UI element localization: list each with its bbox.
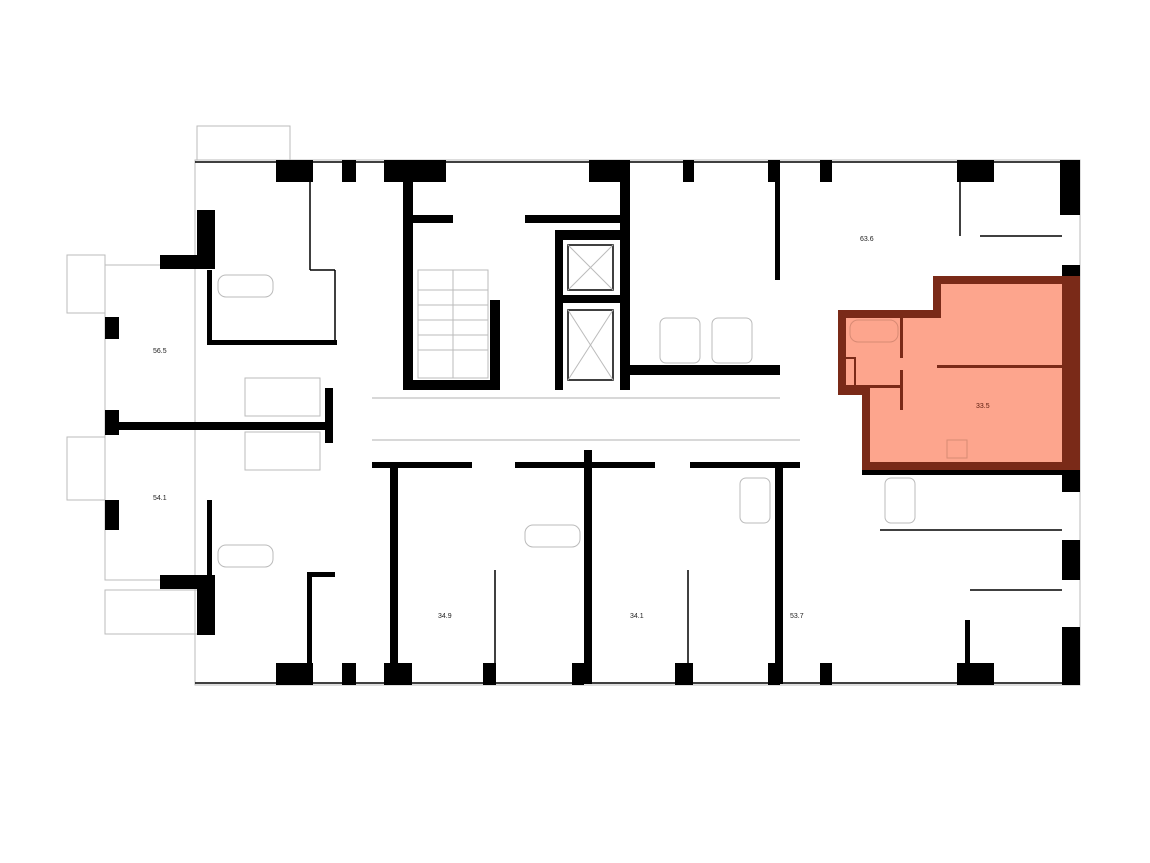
apartment-33-5-highlight[interactable] bbox=[838, 276, 1080, 470]
apartment-area-label: 34.9 bbox=[438, 613, 452, 620]
apartment-area-label: 54.1 bbox=[153, 495, 167, 502]
apartment-area-label: 33.5 bbox=[976, 403, 990, 410]
apartment-area-label: 53.7 bbox=[790, 613, 804, 620]
staircase bbox=[417, 269, 489, 379]
elevators bbox=[567, 244, 614, 381]
interior-walls bbox=[110, 160, 1062, 684]
exterior-walls bbox=[105, 160, 1080, 685]
apartment-area-label: 34.1 bbox=[630, 613, 644, 620]
bathroom-fixtures bbox=[217, 274, 916, 568]
apartment-area-label: 56.5 bbox=[153, 348, 167, 355]
apartment-area-label: 63.6 bbox=[860, 236, 874, 243]
